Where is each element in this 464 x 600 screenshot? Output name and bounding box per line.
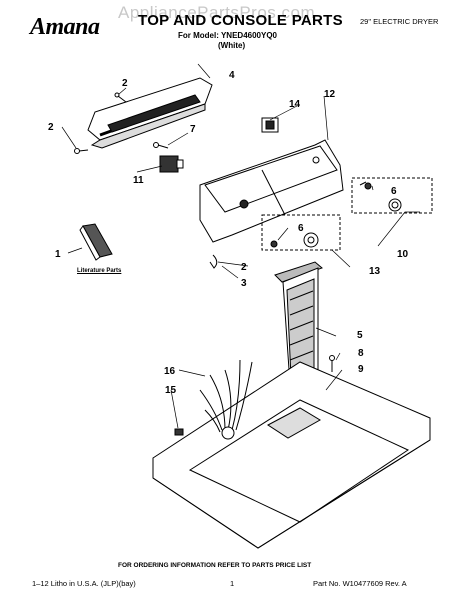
console-backguard	[87, 77, 213, 149]
screw-icon	[329, 355, 335, 372]
callout-9: 9	[358, 364, 364, 375]
callout-4: 4	[229, 70, 235, 81]
callout-16: 16	[164, 366, 176, 377]
thermostat-icon	[261, 117, 279, 133]
order-note: FOR ORDERING INFORMATION REFER TO PARTS …	[118, 562, 312, 569]
switch-icon	[159, 155, 184, 173]
leader-lines	[61, 63, 420, 429]
callout-6: 6	[298, 223, 304, 234]
clip-icon	[209, 254, 218, 269]
callout-1: 1	[55, 249, 61, 260]
callout-2: 2	[48, 122, 54, 133]
callout-3: 3	[241, 278, 247, 289]
callout-2: 2	[122, 78, 128, 89]
literature-booklet	[79, 223, 113, 261]
callout-13: 13	[369, 266, 381, 277]
screw-icon	[153, 142, 169, 149]
lint-filter	[274, 261, 323, 385]
callout-2: 2	[241, 262, 247, 273]
console-panel	[199, 139, 344, 243]
screw-icon	[74, 92, 127, 154]
model-line: For Model: YNED4600YQ0	[178, 31, 277, 40]
callout-12: 12	[324, 89, 336, 100]
callout-8: 8	[358, 348, 364, 359]
watermark: AppliancePartsPros.com	[118, 3, 316, 22]
callout-5: 5	[357, 330, 363, 341]
product-type: 29" ELECTRIC DRYER	[360, 17, 439, 26]
callout-labels: 1 2 2 2 3 4 5 6 6 7 8 9 10 11 12 13 14 1…	[48, 70, 409, 396]
callout-14: 14	[289, 99, 301, 110]
callout-11: 11	[133, 175, 144, 186]
callout-6: 6	[391, 186, 397, 197]
literature-label: Literature Parts	[77, 268, 122, 274]
callout-7: 7	[190, 124, 196, 135]
page-title: TOP AND CONSOLE PARTS	[138, 12, 343, 29]
callout-15: 15	[165, 385, 177, 396]
footer-page-number: 1	[230, 579, 235, 588]
footer-part-number: Part No. W10477609 Rev. A	[313, 579, 407, 588]
color-line: (White)	[218, 41, 246, 50]
wire-harness	[199, 359, 253, 440]
knob-icon	[261, 177, 433, 251]
fuse-icon	[174, 428, 184, 436]
dryer-top	[152, 361, 431, 549]
brand-logo: Amana	[30, 14, 100, 40]
callout-10: 10	[397, 249, 409, 260]
footer-litho: 1–12 Litho in U.S.A. (JLP)(bay)	[32, 579, 136, 588]
